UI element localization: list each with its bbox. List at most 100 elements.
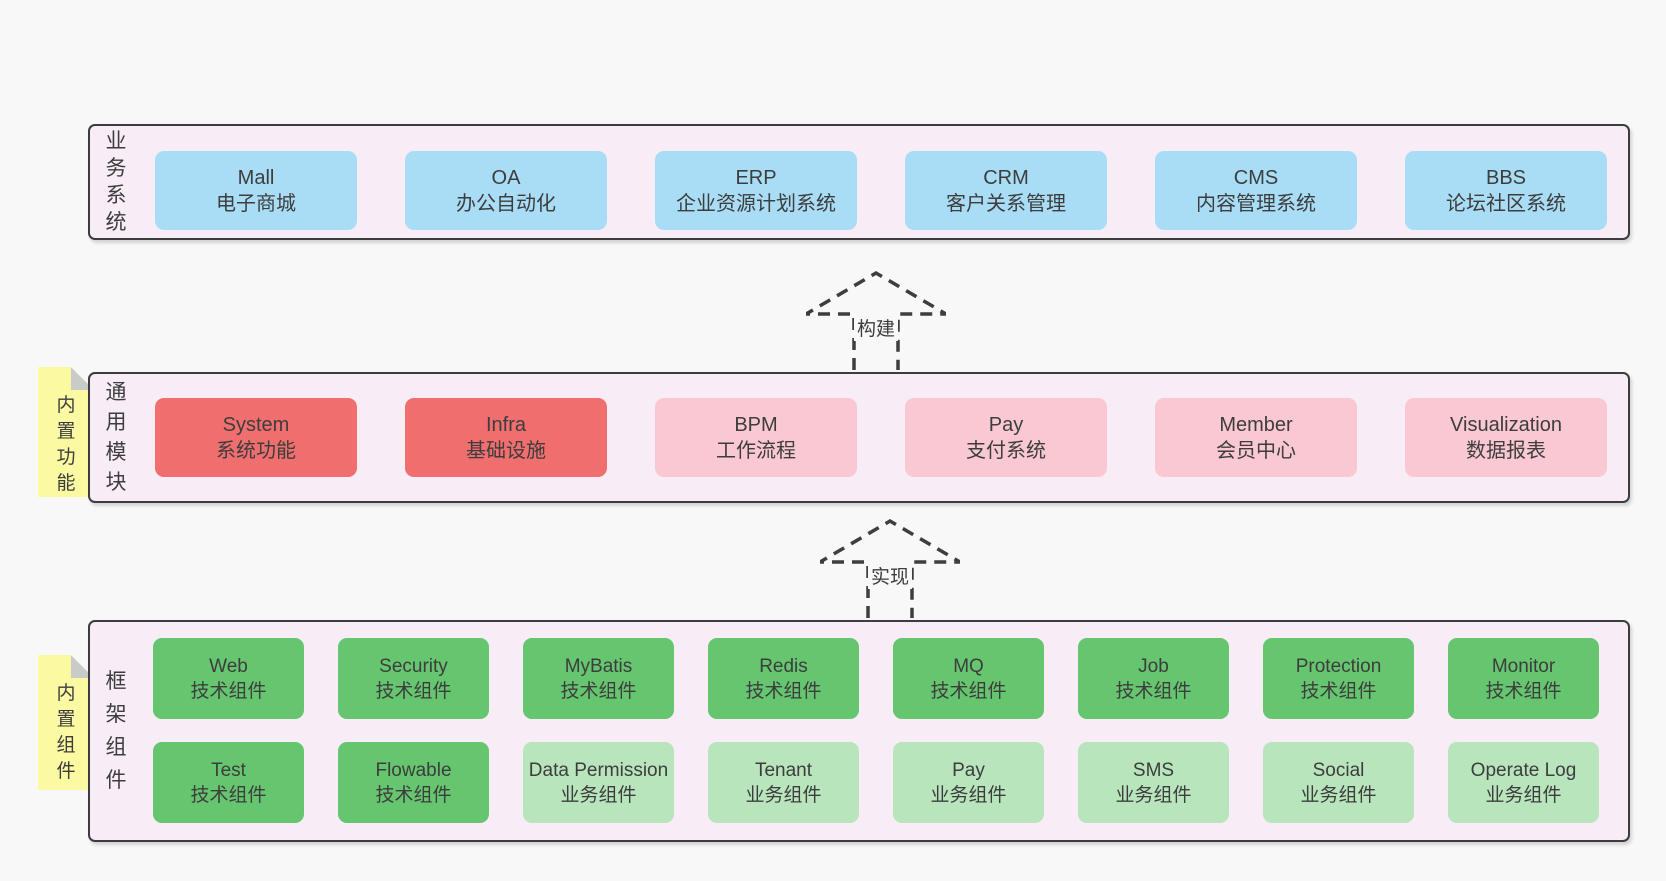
- box-member: Member 会员中心: [1155, 398, 1357, 477]
- box-subtitle: 技术组件: [930, 680, 1007, 702]
- box-title: Member: [1219, 413, 1293, 436]
- box-subtitle: 基础设施: [466, 439, 546, 462]
- box-redis: Redis 技术组件: [708, 638, 859, 719]
- sticky-note-built-in-components: 内置组件: [38, 655, 94, 790]
- box-subtitle: 会员中心: [1216, 439, 1296, 462]
- build-arrow: 构建: [806, 270, 946, 370]
- box-job: Job 技术组件: [1078, 638, 1229, 719]
- box-subtitle: 系统功能: [216, 439, 296, 462]
- box-title: SMS: [1132, 759, 1175, 781]
- layer-business-systems: 业务系统 Mall 电子商城 OA 办公自动化 ERP 企业资源计划系统 CRM…: [88, 124, 1630, 240]
- box-title: BBS: [1485, 166, 1527, 189]
- box-web: Web 技术组件: [153, 638, 304, 719]
- box-subtitle: 业务组件: [1300, 784, 1377, 806]
- box-subtitle: 技术组件: [1485, 680, 1562, 702]
- box-data-permission: Data Permission 业务组件: [523, 742, 674, 823]
- box-tenant: Tenant 业务组件: [708, 742, 859, 823]
- box-mq: MQ 技术组件: [893, 638, 1044, 719]
- box-subtitle: 数据报表: [1466, 439, 1546, 462]
- box-subtitle: 业务组件: [745, 784, 822, 806]
- box-title: Pay: [952, 759, 985, 781]
- box-subtitle: 支付系统: [966, 439, 1046, 462]
- box-monitor: Monitor 技术组件: [1448, 638, 1599, 719]
- sticky-text: 内置组件: [56, 683, 76, 782]
- layer-label: 业务系统: [100, 126, 132, 238]
- box-pay: Pay 支付系统: [905, 398, 1107, 477]
- box-subtitle: 技术组件: [560, 680, 637, 702]
- box-subtitle: 技术组件: [190, 680, 267, 702]
- sticky-note-built-in-features: 内置功能: [38, 367, 94, 497]
- box-subtitle: 技术组件: [745, 680, 822, 702]
- box-protection: Protection 技术组件: [1263, 638, 1414, 719]
- components-box-row-1: Web 技术组件 Security 技术组件 MyBatis 技术组件 Redi…: [153, 638, 1599, 719]
- box-title: Social: [1312, 759, 1365, 781]
- box-mall: Mall 电子商城: [155, 151, 357, 230]
- box-subtitle: 技术组件: [375, 784, 452, 806]
- box-title: Monitor: [1491, 655, 1556, 677]
- box-title: Mall: [237, 166, 275, 189]
- box-title: ERP: [735, 166, 777, 189]
- box-title: Job: [1138, 655, 1169, 677]
- box-title: MyBatis: [564, 655, 633, 677]
- box-title: Protection: [1295, 655, 1382, 677]
- box-security: Security 技术组件: [338, 638, 489, 719]
- box-subtitle: 技术组件: [375, 680, 452, 702]
- layer-label: 通用模块: [100, 374, 132, 501]
- box-title: Security: [379, 655, 448, 677]
- box-title: Redis: [759, 655, 808, 677]
- modules-box-row: System 系统功能 Infra 基础设施 BPM 工作流程 Pay 支付系统…: [155, 398, 1607, 477]
- box-title: Test: [211, 759, 246, 781]
- box-crm: CRM 客户关系管理: [905, 151, 1107, 230]
- up-arrow-icon: [820, 518, 960, 618]
- box-title: Web: [209, 655, 248, 677]
- business-box-row: Mall 电子商城 OA 办公自动化 ERP 企业资源计划系统 CRM 客户关系…: [155, 151, 1607, 230]
- box-subtitle: 企业资源计划系统: [676, 192, 836, 215]
- box-social: Social 业务组件: [1263, 742, 1414, 823]
- layer-common-modules: 通用模块 System 系统功能 Infra 基础设施 BPM 工作流程 Pay…: [88, 372, 1630, 503]
- arrow-label: 构建: [853, 314, 899, 341]
- implement-arrow: 实现: [820, 518, 960, 618]
- layer-label-text: 通用模块: [105, 380, 127, 494]
- box-title: System: [222, 413, 290, 436]
- box-pay-business: Pay 业务组件: [893, 742, 1044, 823]
- box-visualization: Visualization 数据报表: [1405, 398, 1607, 477]
- box-mybatis: MyBatis 技术组件: [523, 638, 674, 719]
- box-bbs: BBS 论坛社区系统: [1405, 151, 1607, 230]
- box-subtitle: 工作流程: [716, 439, 796, 462]
- box-title: MQ: [953, 655, 984, 677]
- box-title: CMS: [1233, 166, 1279, 189]
- box-title: OA: [491, 166, 521, 189]
- box-flowable: Flowable 技术组件: [338, 742, 489, 823]
- layer-framework-components: 框架组件 Web 技术组件 Security 技术组件 MyBatis 技术组件…: [88, 620, 1630, 842]
- box-subtitle: 业务组件: [930, 784, 1007, 806]
- box-subtitle: 内容管理系统: [1196, 192, 1316, 215]
- box-title: BPM: [734, 413, 778, 436]
- box-subtitle: 业务组件: [560, 784, 637, 806]
- box-subtitle: 业务组件: [1485, 784, 1562, 806]
- box-title: Tenant: [754, 759, 813, 781]
- layer-label-text: 框架组件: [105, 670, 127, 792]
- box-title: Data Permission: [528, 759, 669, 781]
- box-title: Flowable: [375, 759, 452, 781]
- box-title: Infra: [485, 413, 527, 436]
- box-title: Visualization: [1450, 413, 1562, 436]
- box-bpm: BPM 工作流程: [655, 398, 857, 477]
- layer-label-text: 业务系统: [105, 130, 127, 234]
- box-title: CRM: [983, 166, 1029, 189]
- box-title: Operate Log: [1470, 759, 1577, 781]
- box-subtitle: 客户关系管理: [946, 192, 1066, 215]
- box-subtitle: 办公自动化: [456, 192, 556, 215]
- box-subtitle: 业务组件: [1115, 784, 1192, 806]
- arrow-label: 实现: [867, 562, 913, 589]
- sticky-text: 内置功能: [56, 395, 76, 494]
- layer-label: 框架组件: [100, 622, 132, 840]
- box-operate-log: Operate Log 业务组件: [1448, 742, 1599, 823]
- box-title: Pay: [988, 413, 1024, 436]
- components-box-row-2: Test 技术组件 Flowable 技术组件 Data Permission …: [153, 742, 1599, 823]
- box-subtitle: 电子商城: [216, 192, 296, 215]
- box-system: System 系统功能: [155, 398, 357, 477]
- box-infra: Infra 基础设施: [405, 398, 607, 477]
- box-subtitle: 论坛社区系统: [1446, 192, 1566, 215]
- box-sms: SMS 业务组件: [1078, 742, 1229, 823]
